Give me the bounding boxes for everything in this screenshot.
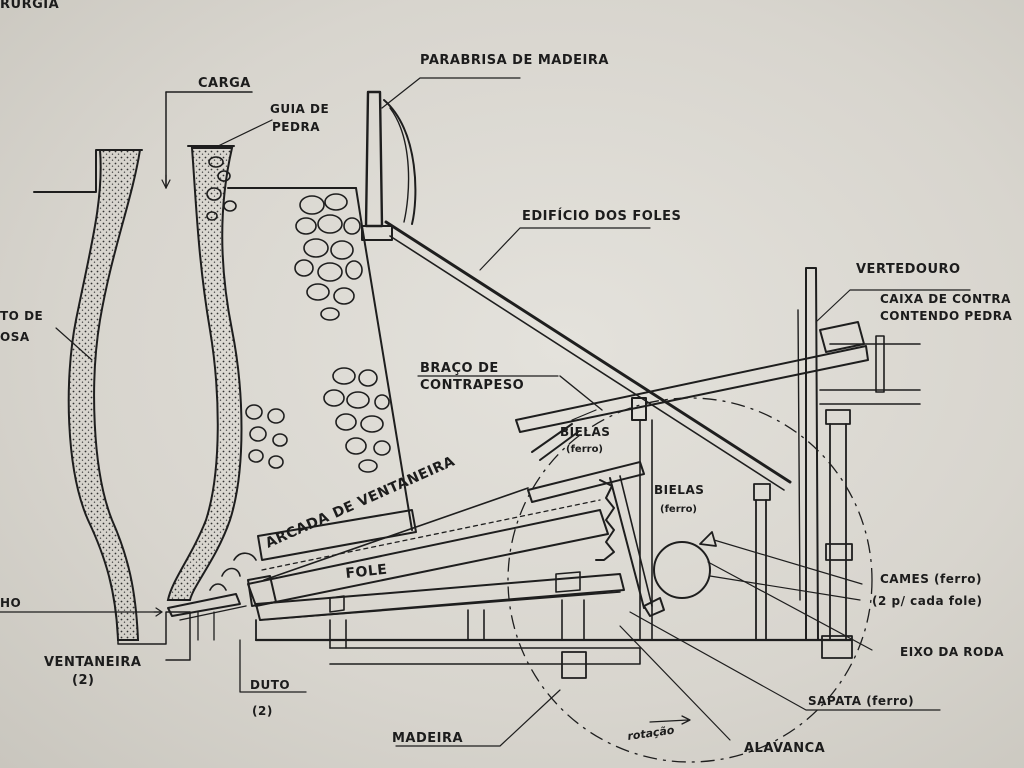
- label-ventaneira-2: (2): [72, 673, 94, 688]
- label-carga: CARGA: [198, 76, 251, 91]
- label-bielas-2-sub: (ferro): [660, 504, 697, 515]
- label-duto-1: DUTO: [250, 678, 290, 692]
- furnace: [33, 91, 357, 661]
- label-parabrisa: PARABRISA DE MADEIRA: [420, 53, 609, 68]
- header-fragment: RURGIA: [0, 0, 59, 12]
- stone-masonry: [206, 156, 391, 591]
- label-bielas-1: BIELAS: [560, 425, 610, 439]
- foundation: [197, 599, 854, 693]
- label-left-cut-2: OSA: [0, 330, 30, 344]
- furnace-right-wall: [166, 147, 243, 601]
- label-fole: FOLE: [345, 562, 388, 582]
- label-madeira: MADEIRA: [392, 731, 463, 746]
- label-cames-2: (2 p/ cada fole): [872, 594, 982, 608]
- label-braco-2: CONTRAPESO: [420, 378, 524, 393]
- leaders-left: [0, 327, 163, 617]
- label-left-cut-3: HO: [0, 596, 21, 610]
- label-guia-de-pedra-1: GUIA DE: [270, 102, 329, 116]
- label-sapata: SAPATA (ferro): [808, 694, 914, 708]
- bellows-assembly: [167, 461, 645, 621]
- label-braco-1: BRAÇO DE: [420, 361, 499, 376]
- label-bielas-1-sub: (ferro): [566, 444, 603, 455]
- counterweight-arm: [417, 321, 869, 433]
- mechanism: [395, 409, 941, 747]
- label-edificio: EDIFÍCIO DOS FOLES: [522, 208, 681, 224]
- label-eixo: EIXO DA RODA: [900, 645, 1004, 659]
- label-caixa-1: CAIXA DE CONTRA: [880, 292, 1011, 306]
- bellows-building: [384, 220, 792, 491]
- cam: [653, 541, 711, 599]
- label-guia-de-pedra-2: PEDRA: [272, 120, 320, 134]
- label-caixa-2: CONTENDO PEDRA: [880, 309, 1013, 323]
- label-bielas-2: BIELAS: [654, 483, 704, 497]
- label-alavanca: ALAVANCA: [744, 741, 825, 756]
- water-wheel: [507, 397, 873, 763]
- rotation-arrow: [649, 715, 691, 725]
- label-vertedouro: VERTEDOURO: [856, 262, 961, 277]
- label-cames-1: CAMES (ferro): [880, 572, 982, 586]
- label-duto-2: (2): [252, 704, 273, 718]
- label-rotacao: rotação: [627, 723, 676, 742]
- label-left-cut-1: TO DE: [0, 309, 43, 323]
- furnace-left-wall: [67, 149, 142, 641]
- masonry-structure: [355, 77, 521, 531]
- wheel-frame: [639, 409, 853, 659]
- label-ventaneira-1: VENTANEIRA: [44, 655, 141, 670]
